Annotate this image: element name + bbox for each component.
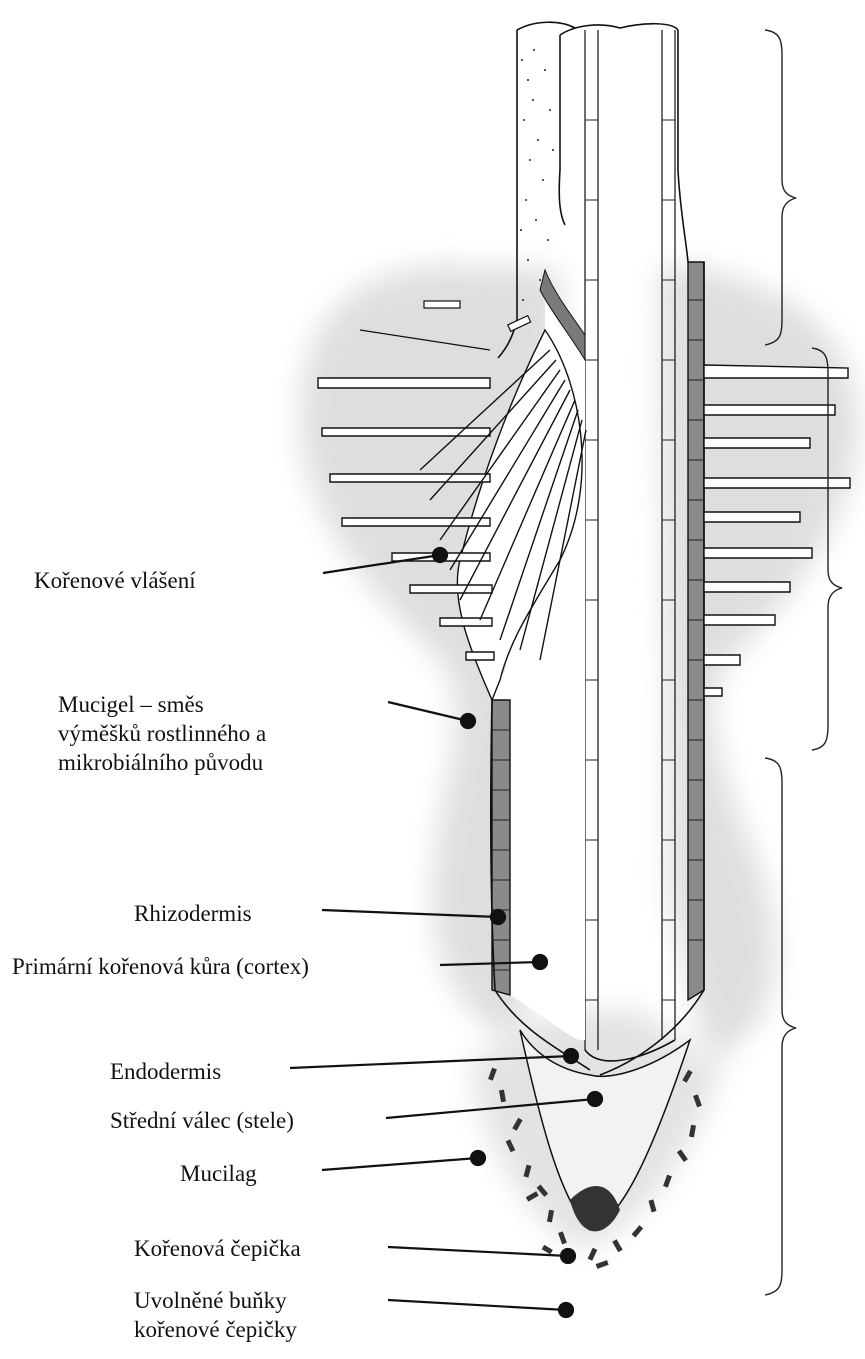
label-mucigel: Mucigel – směs výměšků rostlinného a mik… <box>58 690 266 777</box>
zone-brackets <box>765 30 842 1295</box>
label-cortex: Primární kořenová kůra (cortex) <box>12 952 309 981</box>
label-sloughed-line-1: Uvolněné buňky <box>134 1286 297 1315</box>
label-mucigel-line-3: mikrobiálního původu <box>58 748 266 777</box>
label-mucigel-line-2: výměšků rostlinného a <box>58 719 266 748</box>
label-mucigel-line-1: Mucigel – směs <box>58 690 266 719</box>
leader-sloughed-cells <box>388 1300 566 1310</box>
bracket-lower <box>765 758 796 1295</box>
label-stele: Střední válec (stele) <box>110 1106 294 1135</box>
label-sloughed-line-2: kořenové čepičky <box>134 1315 297 1344</box>
stalk-stippling <box>520 49 554 301</box>
label-mucilage: Mucilag <box>180 1159 257 1188</box>
label-rhizodermis: Rhizodermis <box>134 899 252 928</box>
label-sloughed-cells: Uvolněné buňky kořenové čepičky <box>134 1286 297 1344</box>
label-root-cap: Kořenová čepička <box>134 1234 301 1263</box>
leader-root-cap <box>388 1247 568 1256</box>
label-root-hairs: Kořenové vlášení <box>34 566 196 595</box>
label-endodermis: Endodermis <box>110 1057 221 1086</box>
leader-mucilage <box>322 1158 478 1170</box>
